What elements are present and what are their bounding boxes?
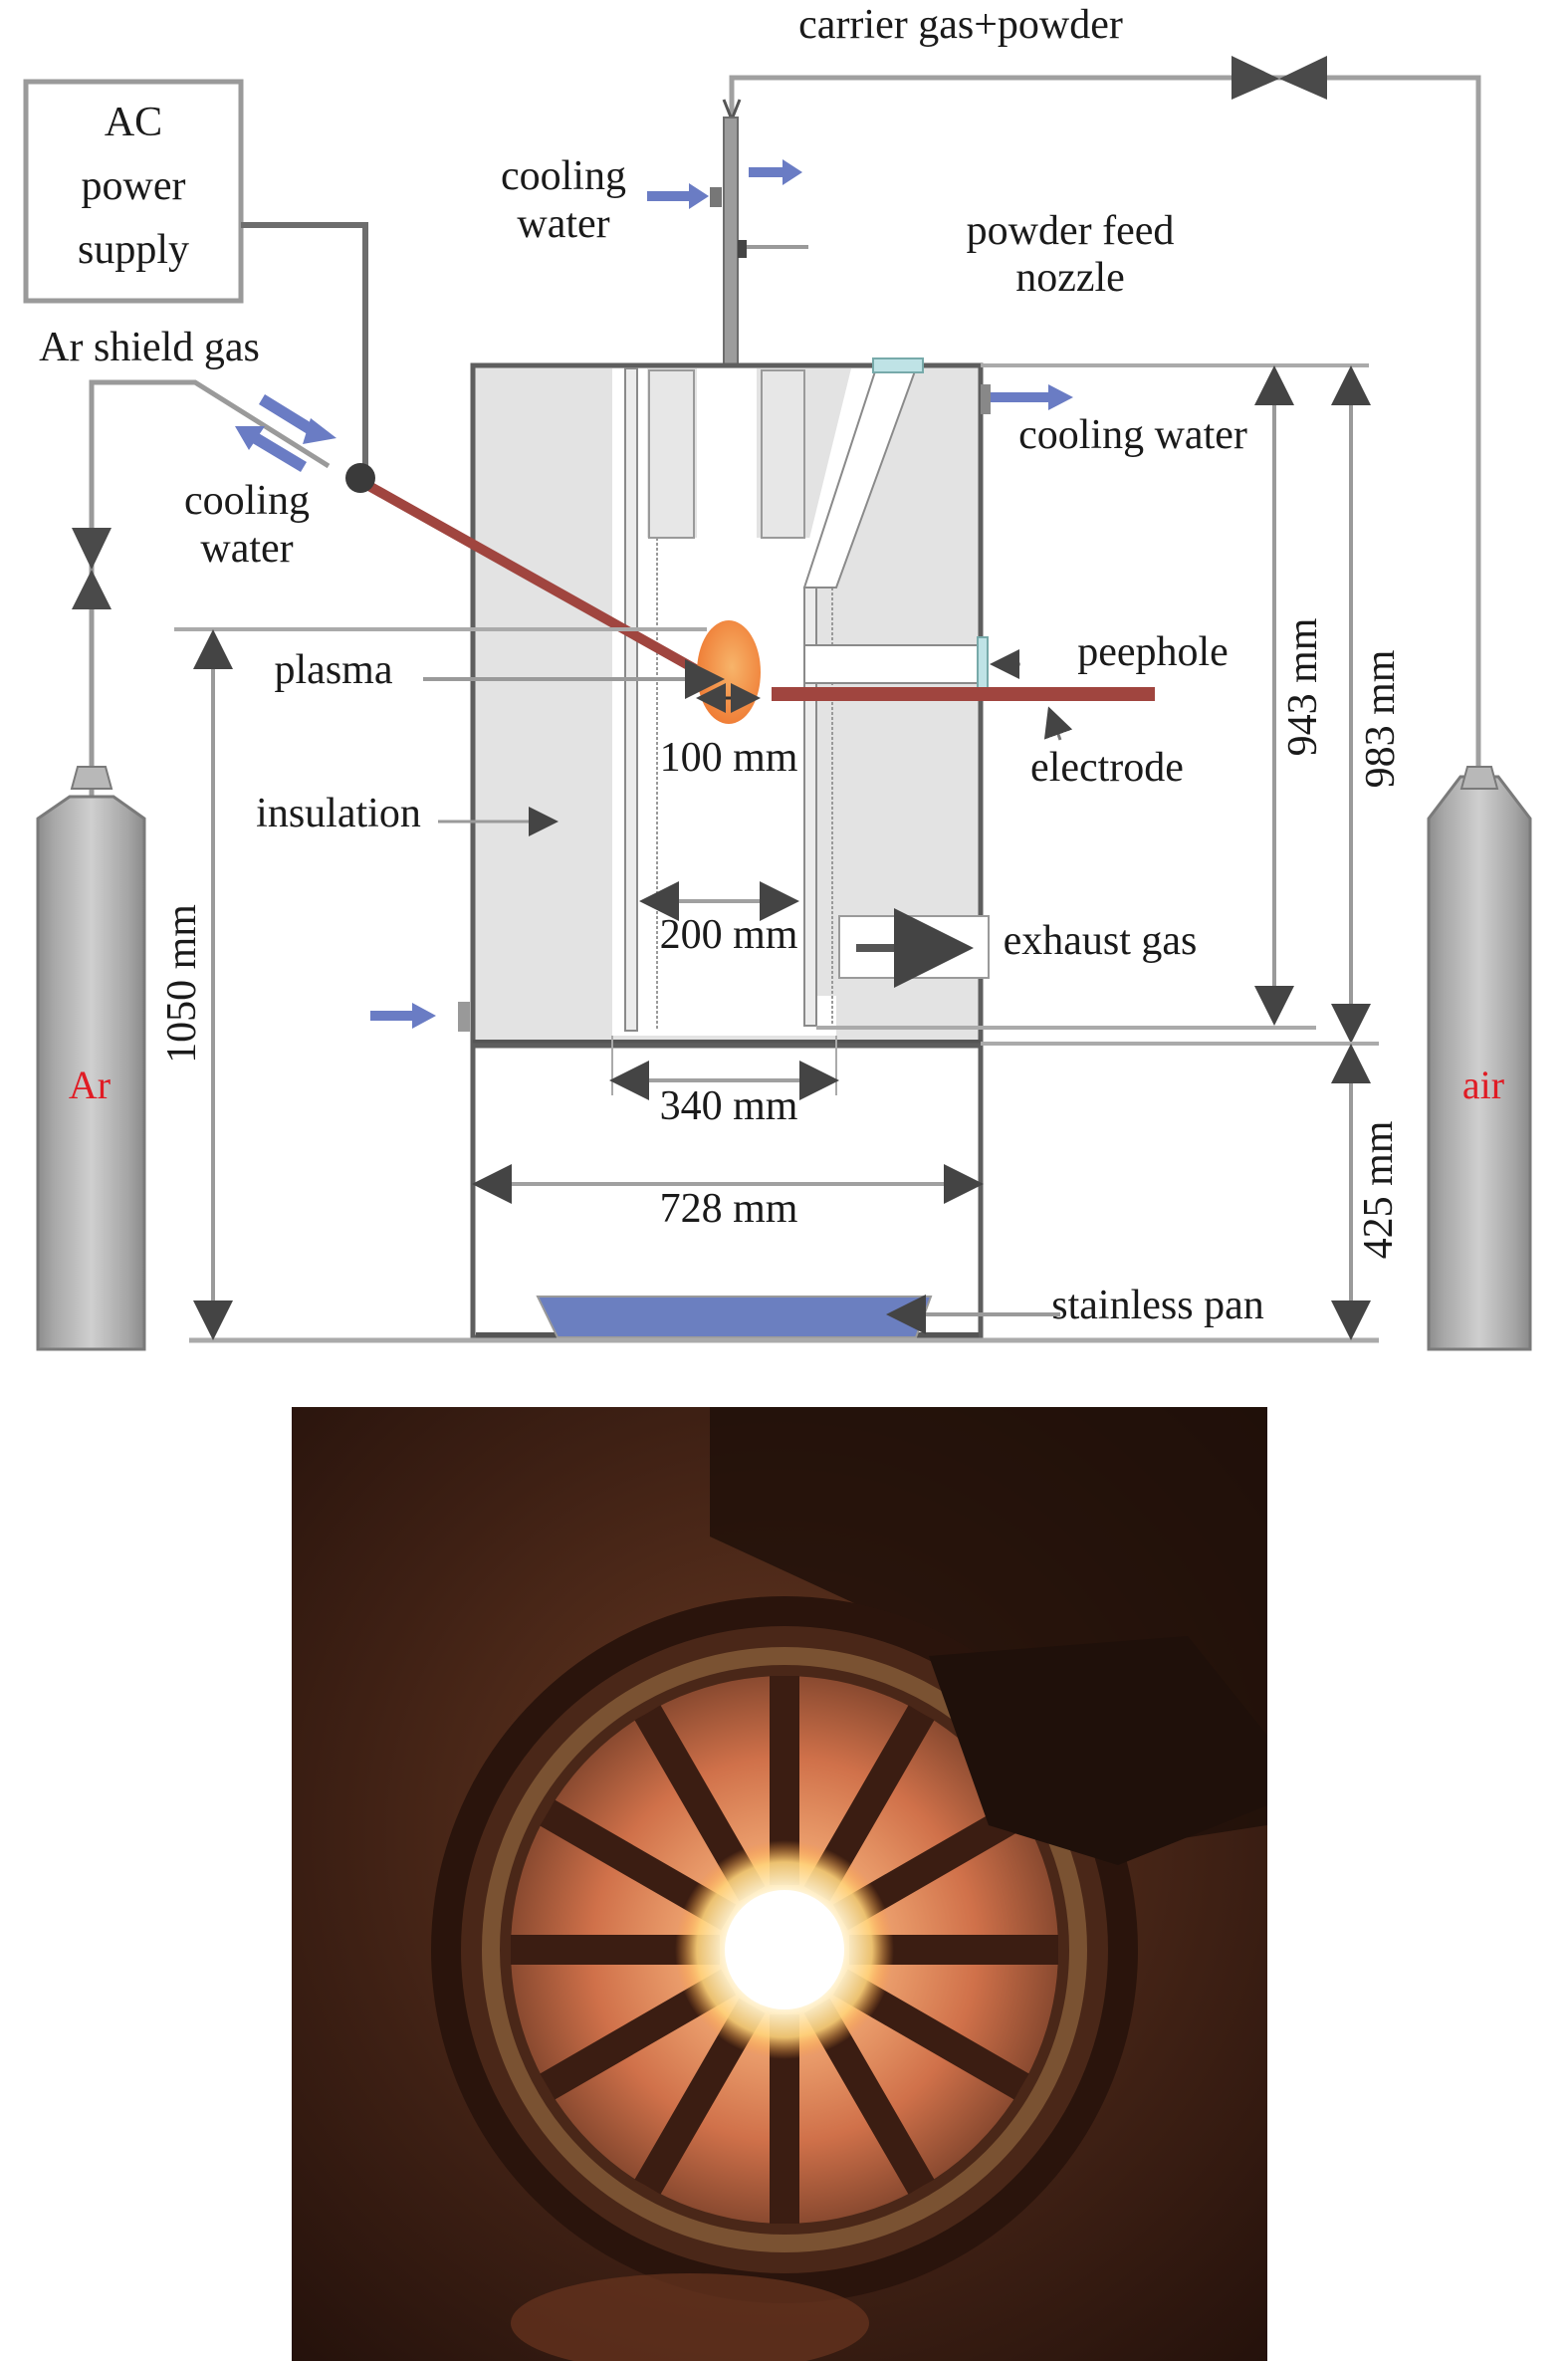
plasma-ball [697,620,761,724]
plasma-furnace-schematic: AC power supply carrier gas+powder powde… [23,2,1532,1351]
ar-valve-icon [72,528,112,609]
cooling-water-right-label: cooling water [1018,412,1247,458]
cooling-water-top-label-2: water [517,201,609,247]
carrier-gas-label: carrier gas+powder [798,2,1123,48]
air-cylinder-label: air [1462,1062,1504,1107]
plasma-label: plasma [275,647,393,693]
cooling-water-left-arrows-icon [235,394,336,472]
dim-1050mm: 1050 mm [159,904,205,1063]
powder-feed-label-1: powder feed [967,208,1175,254]
carrier-gas-valve-icon [1232,56,1327,100]
cooling-water-top-label-1: cooling [501,153,626,199]
cooling-water-left-label-1: cooling [184,478,310,524]
cooling-water-inlet-arrow-icon [370,1003,436,1029]
insulation-label: insulation [256,791,421,836]
carrier-gas-line [729,75,1481,777]
electrode-label: electrode [1030,745,1184,791]
ar-gas-line [89,379,331,797]
dim-425mm: 425 mm [1356,1120,1402,1259]
plasma-photo [292,1407,1267,2361]
stainless-pan-label: stainless pan [1051,1283,1263,1328]
right-electrode [772,687,1155,701]
dim-728mm: 728 mm [660,1186,798,1232]
ar-cylinder-label: Ar [69,1062,111,1107]
cooling-water-left-label-2: water [200,526,293,572]
ac-power-supply: AC power supply [23,79,244,304]
powder-feed-label-2: nozzle [1015,255,1125,301]
cooling-water-right-arrow-icon [991,384,1073,410]
exhaust-gas-label: exhaust gas [1004,918,1198,964]
power-cable [241,222,368,476]
left-electrode [355,475,702,676]
dim-200mm: 200 mm [660,912,798,958]
ac-label-1: AC [105,100,162,145]
cooling-water-top-arrows-icon [647,159,802,209]
air-gas-cylinder: air [1427,766,1532,1351]
dim-340mm: 340 mm [660,1083,798,1129]
stainless-pan [536,1296,933,1338]
peephole-label: peephole [1077,629,1229,675]
ar-gas-cylinder: Ar [36,766,146,1351]
ar-shield-gas-label: Ar shield gas [39,325,260,370]
dim-983mm: 983 mm [1358,649,1404,788]
ac-label-3: supply [78,227,189,273]
ac-label-2: power [82,163,186,209]
dim-100mm: 100 mm [660,735,798,781]
dim-943mm: 943 mm [1280,617,1326,756]
